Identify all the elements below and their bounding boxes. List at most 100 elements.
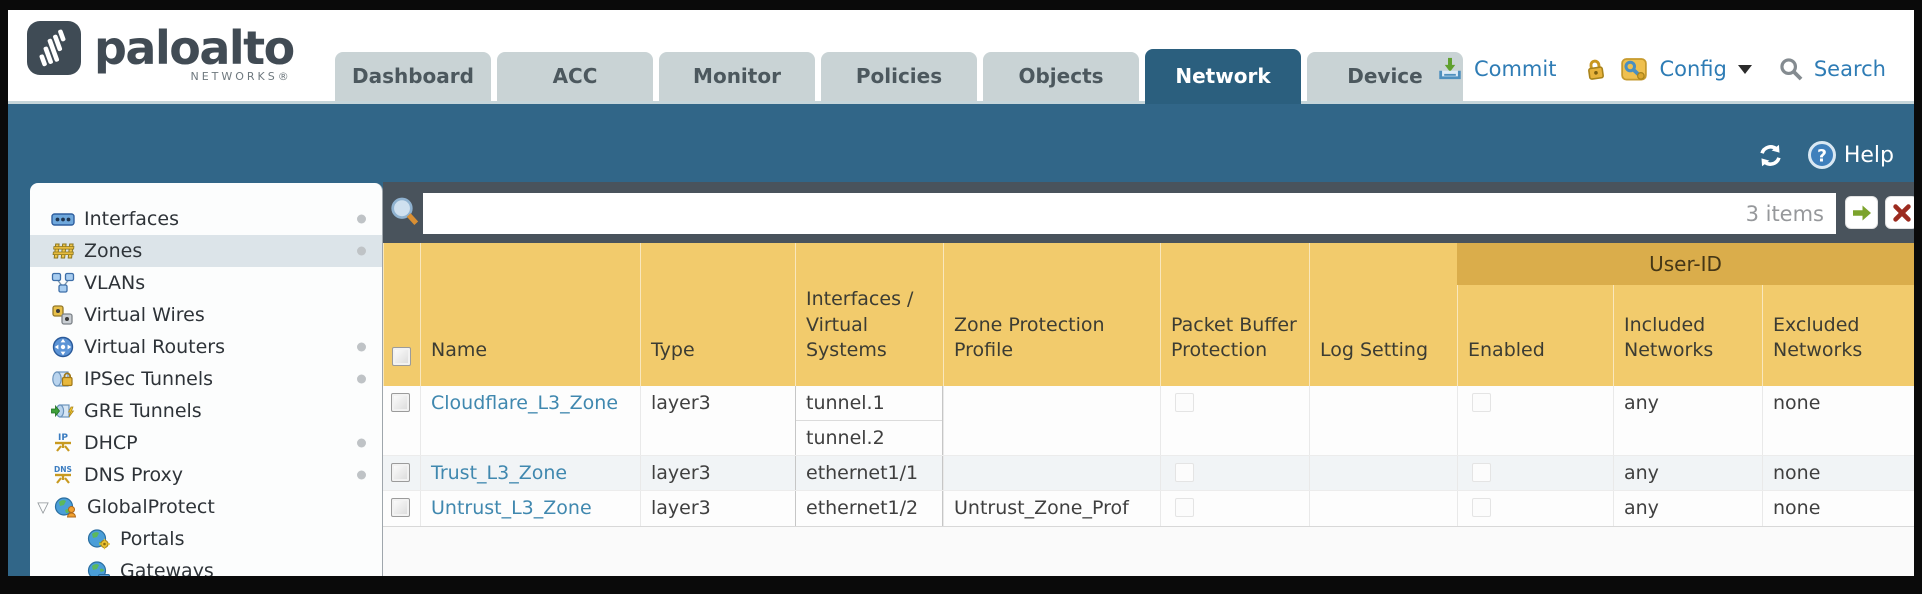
svg-text:DNS: DNS (54, 465, 72, 474)
sidebar-item-virtual-routers[interactable]: Virtual Routers (30, 331, 382, 363)
enabled-checkbox (1472, 463, 1491, 482)
zone-type-cell: layer3 (640, 386, 795, 455)
filter-search-icon[interactable] (387, 194, 423, 230)
zone-type-cell: layer3 (640, 456, 795, 490)
refresh-icon[interactable] (1757, 142, 1784, 169)
tab-device[interactable]: Device (1307, 52, 1463, 101)
column-header-name[interactable]: Name (420, 243, 640, 386)
user-id-enabled-cell (1457, 386, 1613, 455)
config-icon[interactable] (1618, 54, 1650, 84)
interface-entry[interactable]: tunnel.2 (806, 427, 885, 449)
zone-type-cell: layer3 (640, 491, 795, 526)
log-setting-cell (1309, 386, 1457, 455)
column-header-enabled[interactable]: Enabled (1457, 243, 1613, 386)
select-all-checkbox[interactable] (392, 347, 411, 366)
included-networks-cell: any (1613, 491, 1762, 526)
sidebar-item-interfaces[interactable]: Interfaces (30, 203, 382, 235)
sidebar-item-label: Virtual Wires (84, 304, 205, 326)
interface-entry[interactable]: tunnel.1 (796, 386, 942, 421)
help-label[interactable]: Help (1843, 142, 1894, 168)
sidebar-item-ipsec-tunnels[interactable]: IPSec Tunnels (30, 363, 382, 395)
chevron-down-icon[interactable] (1737, 64, 1752, 74)
row-checkbox[interactable] (391, 463, 410, 482)
select-all-cell (383, 243, 420, 386)
sidebar-item-globalprotect[interactable]: ▽ GlobalProtect (30, 491, 382, 523)
top-header: paloalto NETWORKS® Dashboard ACC Monitor… (8, 10, 1914, 104)
zone-protection-profile-cell: Untrust_Zone_Prof (943, 491, 1160, 526)
tab-acc[interactable]: ACC (497, 52, 653, 101)
zone-interfaces-cell: ethernet1/1 (795, 456, 943, 490)
status-dot (357, 374, 366, 384)
interface-entry[interactable]: ethernet1/1 (806, 462, 919, 484)
sidebar-item-label: Zones (84, 240, 143, 262)
zone-protection-profile-cell (943, 456, 1160, 490)
row-checkbox[interactable] (391, 498, 410, 517)
excluded-networks-cell: none (1762, 491, 1914, 526)
sidebar-item-gre-tunnels[interactable]: GRE Tunnels (30, 395, 382, 427)
column-header-log-setting[interactable]: Log Setting (1309, 243, 1457, 386)
lock-icon[interactable] (1581, 53, 1612, 85)
commit-label[interactable]: Commit (1473, 57, 1557, 81)
globalprotect-icon (53, 495, 79, 519)
commit-icon[interactable] (1435, 55, 1465, 83)
dns-proxy-icon: DNS (50, 463, 76, 487)
sidebar-item-gateways[interactable]: Gateways (30, 555, 382, 576)
ipsec-tunnels-icon (50, 367, 76, 391)
status-dot (357, 246, 366, 256)
svg-text:IP: IP (58, 433, 68, 443)
sidebar-item-zones[interactable]: Zones (30, 235, 382, 267)
included-networks-cell: any (1613, 386, 1762, 455)
zone-name-cell: Cloudflare_L3_Zone (420, 386, 640, 455)
search-label[interactable]: Search (1813, 57, 1886, 81)
sidebar-item-vlans[interactable]: VLANs (30, 267, 382, 299)
enabled-checkbox (1472, 393, 1491, 412)
column-header-included-networks[interactable]: Included Networks (1613, 243, 1762, 386)
status-dot (357, 470, 366, 480)
gre-tunnels-icon (50, 399, 76, 423)
status-dot (357, 342, 366, 352)
interface-entry[interactable]: ethernet1/2 (806, 497, 919, 519)
tab-dashboard[interactable]: Dashboard (335, 52, 491, 101)
zone-name-link[interactable]: Trust_L3_Zone (431, 462, 568, 484)
zone-name-link[interactable]: Cloudflare_L3_Zone (431, 392, 619, 414)
virtual-routers-icon (50, 335, 76, 359)
status-dot (357, 438, 366, 448)
clear-filter-button[interactable] (1885, 196, 1914, 229)
tab-monitor[interactable]: Monitor (659, 52, 815, 101)
sidebar-item-dns-proxy[interactable]: DNS DNS Proxy (30, 459, 382, 491)
sidebar-item-portals[interactable]: Portals (30, 523, 382, 555)
brand-sub-text: NETWORKS® (190, 70, 292, 83)
apply-filter-button[interactable] (1845, 196, 1878, 229)
dhcp-icon: IP (50, 431, 76, 455)
column-header-excluded-networks[interactable]: Excluded Networks (1762, 243, 1914, 386)
log-setting-cell (1309, 491, 1457, 526)
zone-name-cell: Trust_L3_Zone (420, 456, 640, 490)
search-icon[interactable] (1778, 56, 1805, 83)
help-icon[interactable]: ? (1807, 140, 1837, 170)
green-arrow-icon (1852, 205, 1871, 220)
packet-buffer-checkbox (1175, 393, 1194, 412)
excluded-networks-cell: none (1762, 386, 1914, 455)
red-x-icon (1892, 203, 1911, 222)
zone-name-link[interactable]: Untrust_L3_Zone (431, 497, 592, 519)
column-header-interfaces[interactable]: Interfaces / Virtual Systems (795, 243, 943, 386)
tab-objects[interactable]: Objects (983, 52, 1139, 101)
sidebar-item-label: DHCP (84, 432, 138, 454)
filter-input[interactable] (423, 193, 1836, 234)
user-id-enabled-cell (1457, 491, 1613, 526)
config-label[interactable]: Config (1659, 57, 1727, 81)
sidebar-item-label: Virtual Routers (84, 336, 225, 358)
expander-triangle-icon[interactable]: ▽ (37, 498, 49, 516)
tab-policies[interactable]: Policies (821, 52, 977, 101)
sidebar-item-dhcp[interactable]: IP DHCP (30, 427, 382, 459)
row-checkbox[interactable] (391, 393, 410, 412)
column-header-zone-protection-profile[interactable]: Zone Protection Profile (943, 243, 1160, 386)
column-header-packet-buffer-protection[interactable]: Packet Buffer Protection (1160, 243, 1309, 386)
row-select-cell (383, 456, 420, 490)
sidebar-item-virtual-wires[interactable]: Virtual Wires (30, 299, 382, 331)
column-header-type[interactable]: Type (640, 243, 795, 386)
vlans-icon (50, 271, 76, 295)
filter-bar: 3 items (383, 182, 1914, 243)
tab-network[interactable]: Network (1145, 49, 1301, 104)
log-setting-cell (1309, 456, 1457, 490)
